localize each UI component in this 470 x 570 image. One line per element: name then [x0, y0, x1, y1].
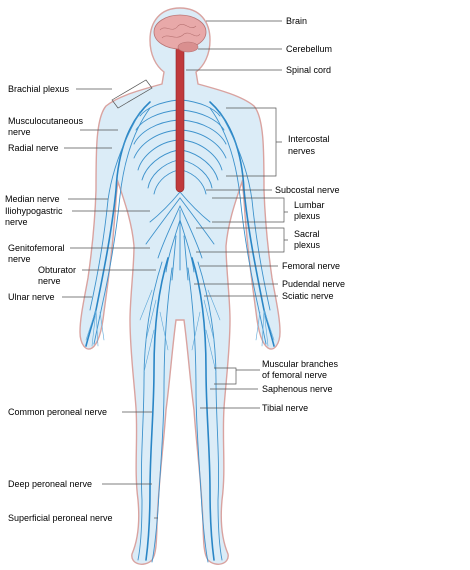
- label-iliohypogastric-line1: Iliohypogastric: [5, 206, 63, 216]
- label-genitofemoral-line1: Genitofemoral: [8, 243, 65, 253]
- right-arm-branch-a: [209, 107, 267, 345]
- label-lumbar-line1: Lumbar: [294, 200, 325, 210]
- right-leg-branch-a: [197, 261, 223, 561]
- label-brain: Brain: [286, 16, 307, 26]
- label-deep-peroneal-nerve: Deep peroneal nerve: [8, 479, 92, 489]
- label-iliohypogastric-line2: nerve: [5, 217, 28, 227]
- rib-r5: [181, 139, 223, 171]
- left-sciatic-nerve: [145, 257, 169, 561]
- right-leg-branch-b: [187, 267, 209, 563]
- right-hand-nerves: [255, 309, 275, 347]
- rib-l3: [133, 119, 179, 145]
- intercostal-nerves: [133, 99, 227, 195]
- label-tibial-nerve: Tibial nerve: [262, 403, 308, 413]
- label-superficial-peroneal-nerve: Superficial peroneal nerve: [8, 513, 113, 523]
- rib-r7: [181, 159, 213, 189]
- label-sciatic-nerve: Sciatic nerve: [282, 291, 334, 301]
- label-intercostal-line1: Intercostal: [288, 134, 330, 144]
- label-median-nerve: Median nerve: [5, 194, 60, 204]
- label-sacral-line2: plexus: [294, 240, 321, 250]
- label-obturator-line1: Obturator: [38, 265, 76, 275]
- brain: [153, 14, 207, 53]
- rib-l7: [147, 159, 179, 189]
- rib-l8: [153, 169, 179, 195]
- label-saphenous-nerve: Saphenous nerve: [262, 384, 333, 394]
- rib-l4: [133, 129, 179, 159]
- sacral-plexus: [165, 209, 195, 281]
- leader-muscular: [214, 367, 260, 385]
- label-muscular-line2: of femoral nerve: [262, 370, 327, 380]
- leader-intercostal: [226, 107, 282, 177]
- left-arm-branch-a: [93, 107, 151, 345]
- brain-cerebellum: [177, 41, 199, 53]
- rib-r4: [181, 129, 227, 159]
- brain-folds: [159, 24, 201, 39]
- left-leg-branch-a: [137, 261, 163, 561]
- right-sciatic-nerve: [191, 257, 215, 561]
- label-common-peroneal-nerve: Common peroneal nerve: [8, 407, 107, 417]
- rib-l5: [137, 139, 179, 171]
- leader-sacral: [196, 227, 288, 253]
- label-ulnar-nerve: Ulnar nerve: [8, 292, 55, 302]
- peripheral-nerves: [85, 99, 275, 563]
- rib-r3: [181, 119, 227, 145]
- label-genitofemoral-line2: nerve: [8, 254, 31, 264]
- label-brachial-plexus: Brachial plexus: [8, 84, 70, 94]
- leader-lines: [62, 20, 288, 519]
- right-arm-branch-b: [219, 111, 271, 311]
- label-musculocutaneous-line2: nerve: [8, 127, 31, 137]
- label-radial-nerve: Radial nerve: [8, 143, 59, 153]
- spinal-cord: [175, 45, 185, 193]
- leader-lumbar: [212, 197, 288, 223]
- label-subcostal-nerve: Subcostal nerve: [275, 185, 340, 195]
- label-muscular-line1: Muscular branches: [262, 359, 339, 369]
- label-spinal-cord: Spinal cord: [286, 65, 331, 75]
- lumbar-plexus-left: [145, 191, 181, 259]
- label-lumbar-line2: plexus: [294, 211, 321, 221]
- left-leg-branch-b: [151, 267, 173, 563]
- left-hand-nerves: [85, 309, 105, 347]
- label-obturator-line2: nerve: [38, 276, 61, 286]
- label-sacral-line1: Sacral: [294, 229, 320, 239]
- label-intercostal-line2: nerves: [288, 146, 316, 156]
- labels: Brain Cerebellum Spinal cord Brachial pl…: [5, 16, 345, 523]
- rib-l1: [139, 99, 179, 117]
- rib-r8: [181, 169, 207, 195]
- left-thigh-branches: [139, 289, 169, 373]
- brachial-plexus-bracket: [111, 79, 153, 109]
- label-femoral-nerve: Femoral nerve: [282, 261, 340, 271]
- lumbar-plexus-right: [179, 191, 215, 259]
- label-musculocutaneous-line1: Musculocutaneous: [8, 116, 84, 126]
- label-cerebellum: Cerebellum: [286, 44, 332, 54]
- rib-r2: [181, 109, 225, 131]
- rib-r6: [181, 149, 219, 181]
- left-arm-branch-b: [89, 111, 141, 311]
- rib-l2: [135, 109, 179, 131]
- rib-r1: [181, 99, 221, 117]
- right-thigh-branches: [191, 289, 221, 373]
- label-pudendal-nerve: Pudendal nerve: [282, 279, 345, 289]
- rib-l6: [141, 149, 179, 181]
